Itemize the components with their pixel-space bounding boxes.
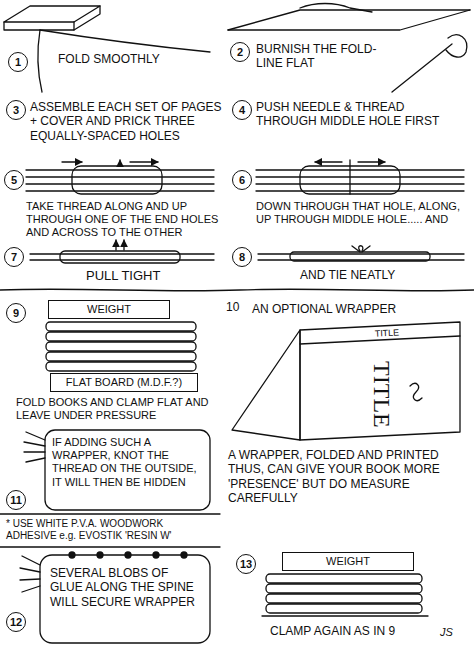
weight-box: WEIGHT: [282, 552, 414, 571]
instruction-text: CLAMP AGAIN AS IN 9: [270, 624, 435, 638]
separator-line: [0, 289, 474, 291]
knot-diagram: [258, 246, 464, 261]
book-stack: [46, 322, 196, 371]
callout-number: 4: [232, 100, 252, 120]
callout-number: 11: [6, 490, 26, 510]
callout-number: 3: [6, 100, 26, 120]
board-box: FLAT BOARD (M.D.F.?): [50, 373, 198, 392]
instruction-text: 10: [226, 300, 250, 314]
instruction-text: SEVERAL BLOBS OF GLUE ALONG THE SPINE WI…: [50, 566, 202, 609]
instruction-text: TAKE THREAD ALONG AND UP THROUGH ONE OF …: [26, 200, 221, 240]
callout-number: 7: [4, 247, 24, 267]
book-spine: [24, 430, 210, 510]
callout-number: 2: [230, 42, 250, 62]
wrapper-spine: [20, 552, 210, 643]
instruction-text: FOLD BOOKS AND CLAMP FLAT AND LEAVE UNDE…: [16, 396, 221, 422]
instruction-text: PUSH NEEDLE & THREAD THROUGH MIDDLE HOLE…: [256, 100, 466, 129]
book-stack: [262, 574, 428, 616]
instruction-text: AND TIE NEATLY: [300, 268, 450, 282]
callout-number: 6: [232, 170, 252, 190]
instruction-text: DOWN THROUGH THAT HOLE, ALONG, UP THROUG…: [256, 200, 466, 226]
signature: JS: [440, 626, 466, 639]
wrapper-sheet: [232, 322, 460, 440]
callout-number: 9: [6, 303, 26, 323]
instruction-text: ASSEMBLE EACH SET OF PAGES + COVER AND P…: [30, 100, 225, 143]
instruction-text: FOLD SMOOTHLY: [58, 52, 208, 66]
stitch-diagram: [30, 240, 214, 263]
box-label: WEIGHT: [87, 303, 131, 316]
instruction-text: PULL TIGHT: [86, 268, 216, 284]
box-label: WEIGHT: [326, 555, 370, 568]
callout-number: 12: [6, 612, 26, 632]
callout-number: 8: [232, 247, 252, 267]
weight-box: WEIGHT: [48, 300, 170, 319]
separator-line: [0, 546, 220, 547]
burnish-tool: [228, 4, 470, 93]
instruction-text: * USE WHITE P.V.A. WOODWORK ADHESIVE e.g…: [6, 518, 216, 542]
instruction-text: A WRAPPER, FOLDED AND PRINTED THUS, CAN …: [228, 448, 466, 506]
stitch-diagram: [256, 160, 464, 194]
instruction-text: IF ADDING SUCH A WRAPPER, KNOT THE THREA…: [52, 436, 204, 489]
callout-number: 13: [236, 554, 256, 574]
box-label: FLAT BOARD (M.D.F.?): [66, 376, 182, 389]
folding-sheet: [4, 6, 210, 92]
title-text: TITLE: [362, 327, 412, 340]
title-text: TITLE: [368, 354, 397, 434]
instruction-text: BURNISH THE FOLD-LINE FLAT: [256, 42, 381, 71]
instruction-text: AN OPTIONAL WRAPPER: [252, 302, 452, 316]
callout-number: 1: [8, 52, 28, 72]
stitch-diagram: [26, 160, 214, 194]
callout-number: 5: [4, 170, 24, 190]
separator-line: [0, 513, 220, 514]
